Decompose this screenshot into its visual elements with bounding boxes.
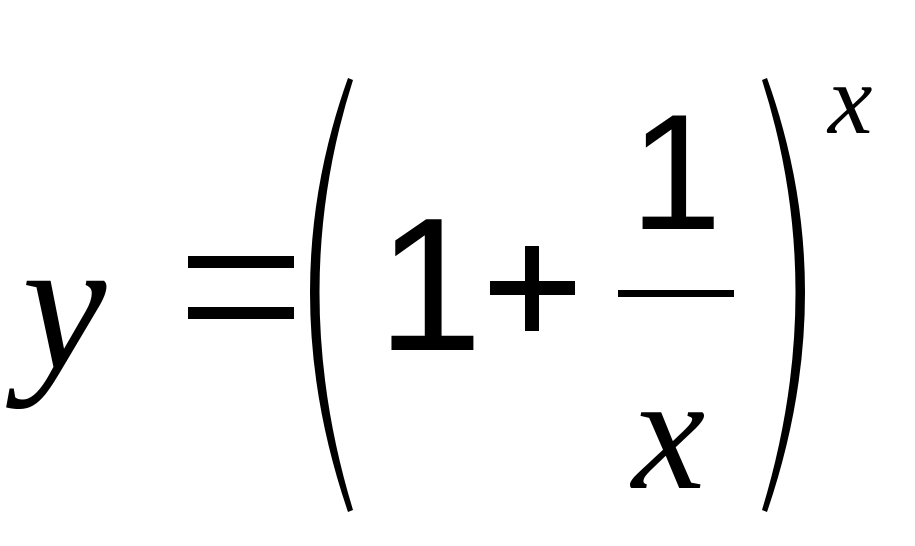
right-parenthesis: ) xyxy=(762,78,805,512)
equals-sign: = xyxy=(188,256,294,319)
constant-term-one: 1 xyxy=(377,179,483,391)
fraction-numerator: 1 xyxy=(630,80,722,264)
exponent-x: x xyxy=(828,44,873,155)
left-parenthesis: ( xyxy=(310,78,353,512)
plus-vertical-bar xyxy=(525,246,539,331)
equals-top-bar xyxy=(188,256,294,268)
equals-bottom-bar xyxy=(188,307,294,319)
fraction-bar xyxy=(618,290,734,297)
fraction-denominator: x xyxy=(632,341,706,524)
lhs-variable-y: y xyxy=(22,200,107,410)
plus-sign: + xyxy=(490,246,575,331)
